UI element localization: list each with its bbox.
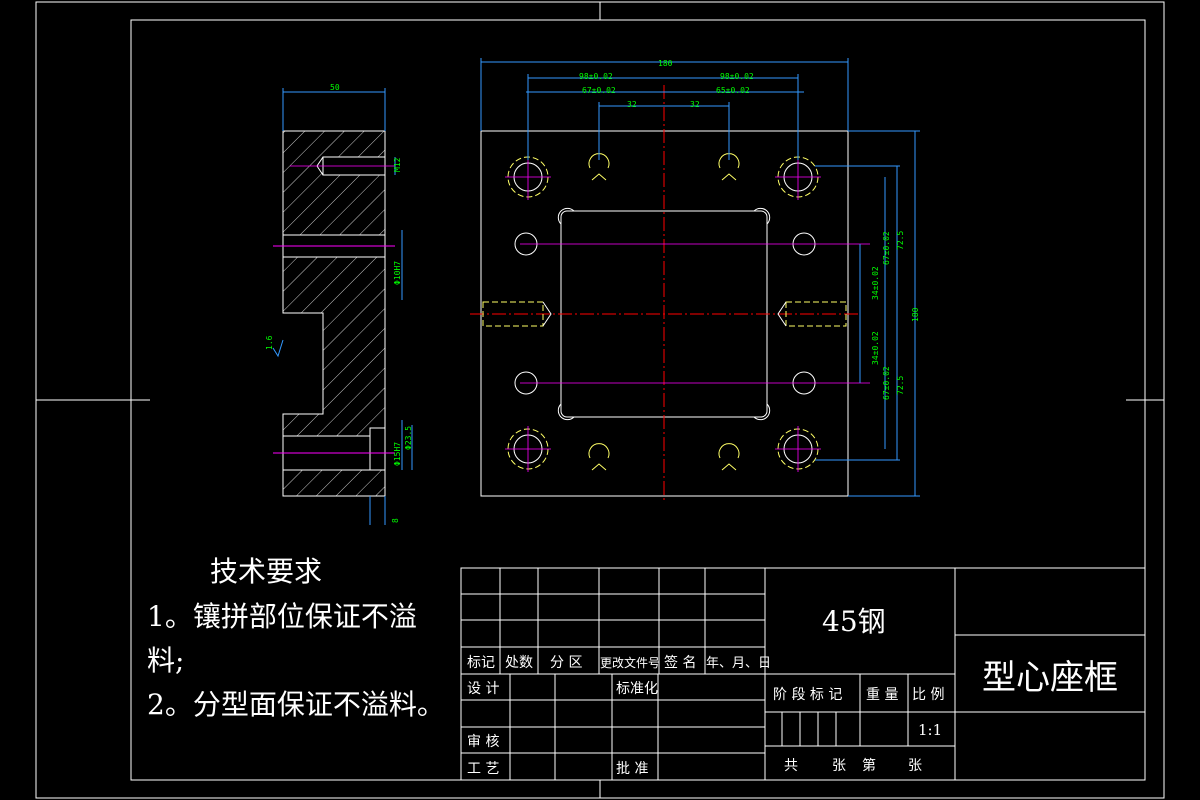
dim-65: 65±0.02 [716, 86, 750, 95]
roughness-symbol: 1.6 [265, 335, 284, 358]
dim-side-width: 50 [330, 83, 340, 92]
roughness-value: 1.6 [265, 335, 274, 350]
hdr-zone: 分 区 [550, 655, 582, 671]
dim-right-67b: 67±0.02 [882, 366, 891, 400]
row-standardize: 标准化 [616, 681, 658, 697]
sheet-word-2: 张 [908, 758, 922, 774]
hdr-signature: 签 名 [664, 654, 696, 671]
title-block: 标记 处数 分 区 更改文件号 签 名 年、月、日 设 计 标准化 审 核 工 … [460, 567, 1146, 781]
dim-right-67a: 67±0.02 [882, 231, 891, 265]
dim-right-72b: 72.5 [896, 376, 905, 395]
hdr-date: 年、月、日 [706, 656, 771, 671]
part-name: 型心座框 [982, 658, 1118, 698]
dim-side-phi3: Φ23.5 [404, 426, 413, 450]
weight-label: 重 量 [866, 687, 898, 703]
stage-mark: 阶 段 标 记 [773, 687, 842, 703]
dim-right-34b: 34±0.02 [871, 331, 880, 365]
scale-value: 1:1 [918, 721, 942, 739]
hdr-count: 处数 [505, 655, 533, 671]
hdr-mark: 标记 [467, 655, 495, 671]
plan-view: 180 98±0.02 98±0.02 67±0.02 65±0.02 32 3… [470, 58, 920, 500]
tech-req-line2: 2。分型面保证不溢料。 [147, 688, 445, 721]
dim-67: 67±0.02 [582, 86, 616, 95]
row-process: 工 艺 [467, 761, 499, 777]
dim-right-34a: 34±0.02 [871, 266, 880, 300]
dim-right-72a: 72.5 [896, 231, 905, 250]
row-review: 审 核 [467, 734, 499, 750]
row-approve: 批 准 [616, 761, 648, 777]
dim-32-left: 32 [627, 100, 637, 109]
dim-side-m12: M12 [393, 157, 402, 172]
tech-req-title: 技术要求 [210, 555, 322, 588]
dim-side-phi2: Φ15H7 [393, 442, 402, 466]
dim-right-180: 180 [911, 307, 920, 322]
material: 45钢 [822, 605, 886, 638]
sheets-total: 共 [784, 758, 798, 774]
sheet-no: 第 [862, 757, 876, 774]
hdr-change-doc: 更改文件号 [600, 655, 660, 670]
dim-98-right: 98±0.02 [720, 72, 754, 81]
ratio-label: 比 例 [912, 687, 944, 703]
dim-overall-width: 180 [658, 59, 673, 68]
row-design: 设 计 [467, 681, 499, 697]
dim-98-left: 98±0.02 [579, 72, 613, 81]
dim-32-right: 32 [690, 100, 700, 109]
dim-side-bottom: 8 [391, 518, 400, 523]
tech-req-line1b: 料; [147, 644, 184, 677]
dim-side-phi: Φ10H7 [393, 261, 402, 285]
technical-requirements: 技术要求 1。镶拼部位保证不溢 料; 2。分型面保证不溢料。 [147, 555, 445, 721]
side-section-view: 50 M12 Φ10H7 Φ15H7 Φ23.5 8 1.6 [265, 83, 413, 525]
tech-req-line1: 1。镶拼部位保证不溢 [147, 600, 417, 633]
sheet-word: 张 [832, 758, 846, 774]
